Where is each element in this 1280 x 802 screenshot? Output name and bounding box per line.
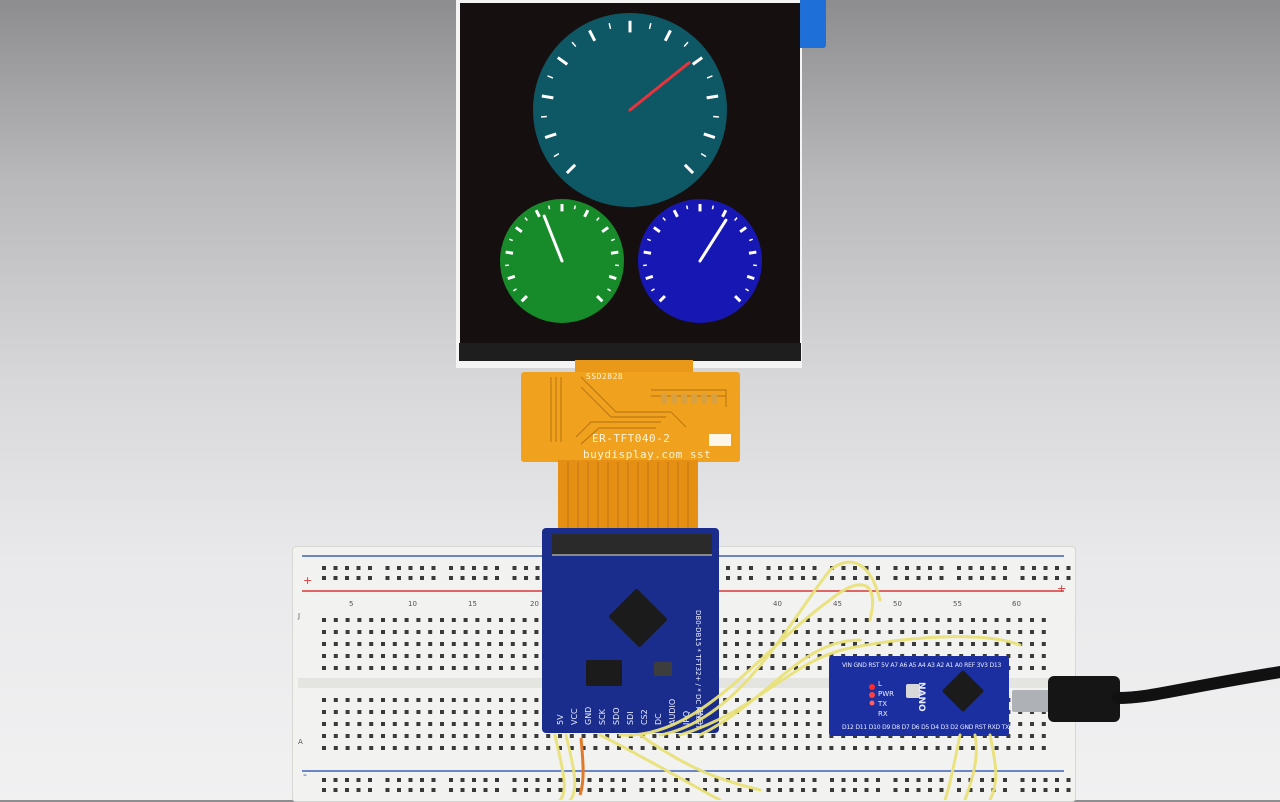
jumper-wires: [0, 0, 1280, 800]
photo-scene: ER-TFT040-2 buydisplay.com sst SSD2828 5…: [0, 0, 1280, 800]
